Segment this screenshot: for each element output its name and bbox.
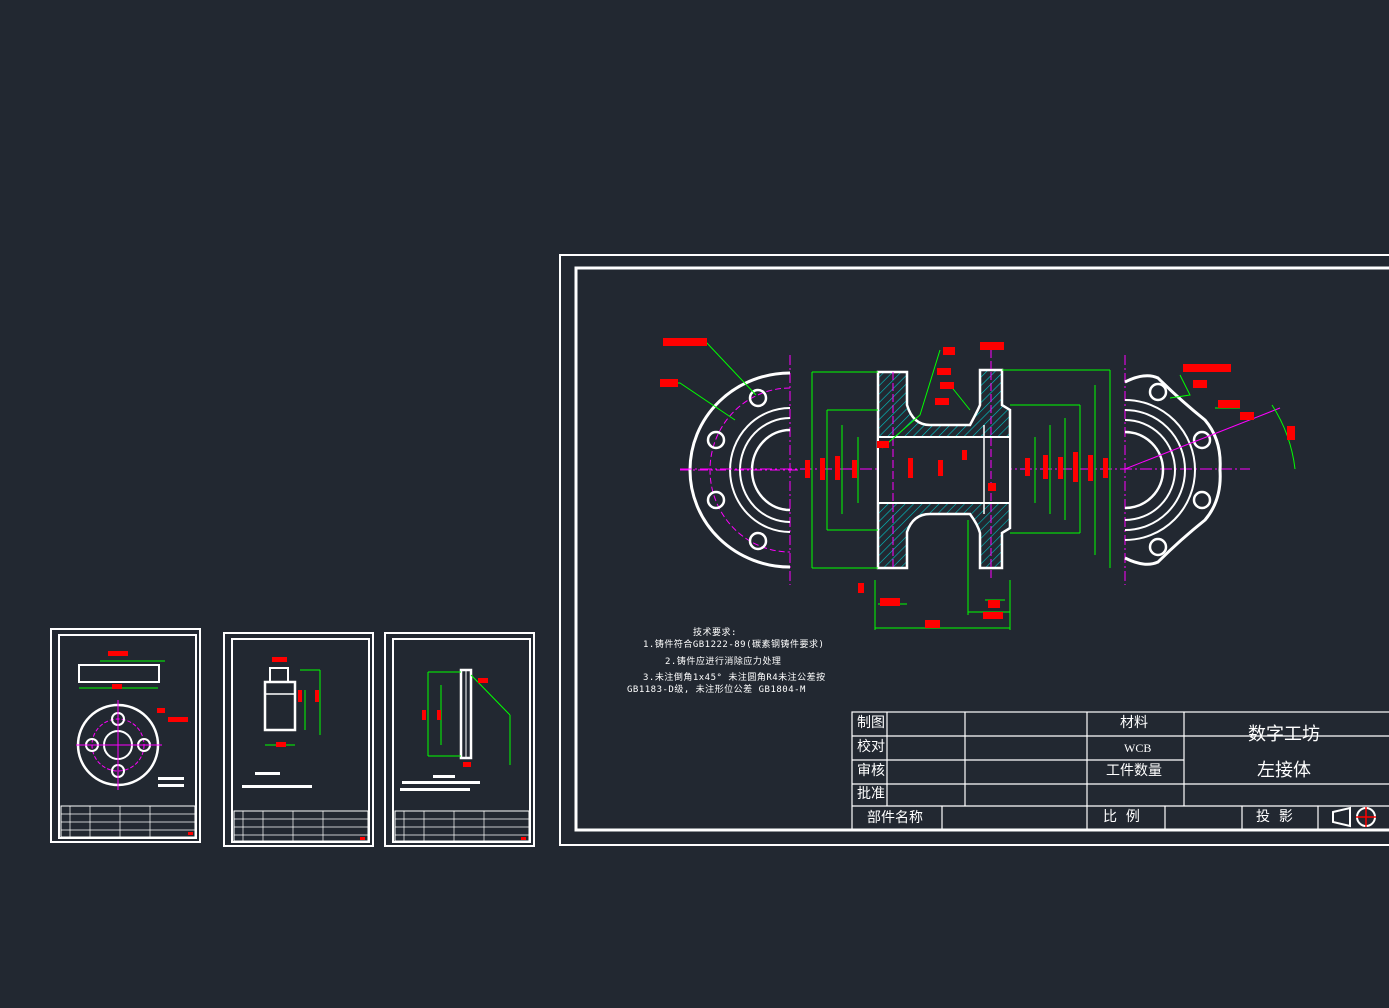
thumbnail-sheet-2[interactable] — [223, 632, 374, 847]
title-drawn-label: 制图 — [857, 715, 885, 731]
title-scale-label: 比 例 — [1103, 809, 1140, 825]
title-company: 数字工坊 — [1248, 724, 1320, 745]
tech-req-item-3: 3.未注倒角1x45° 未注圆角R4未注公差按 — [643, 673, 826, 683]
title-material-label: 材料 — [1120, 715, 1148, 731]
title-block-lines — [851, 711, 1389, 831]
tech-req-item-2: 2.铸件应进行消除应力处理 — [665, 657, 782, 667]
title-part-name: 左接体 — [1257, 760, 1311, 781]
tech-req-heading: 技术要求: — [693, 628, 737, 638]
tech-req-item-1: 1.铸件符合GB1222-89(碳素钢铸件要求) — [643, 640, 825, 650]
title-quantity-label: 工件数量 — [1106, 763, 1162, 779]
title-approved-label: 批准 — [857, 786, 885, 802]
tech-req-item-4: GB1183-D级, 未注形位公差 GB1804-M — [627, 685, 806, 695]
title-material-value: WCB — [1124, 741, 1152, 755]
section-view — [680, 342, 1250, 630]
title-checked-label: 校对 — [857, 739, 885, 755]
thumbnail-sheet-1[interactable] — [50, 628, 201, 843]
title-projection-label: 投 影 — [1256, 809, 1293, 825]
title-reviewed-label: 审核 — [857, 763, 885, 779]
title-part-name-label: 部件名称 — [867, 810, 923, 826]
sheet-outer-border — [559, 254, 1389, 846]
projection-symbol-icon — [1332, 806, 1376, 828]
right-flange-view — [1124, 355, 1296, 585]
left-flange-view — [660, 338, 800, 585]
thumbnail-sheet-3[interactable] — [384, 632, 535, 847]
